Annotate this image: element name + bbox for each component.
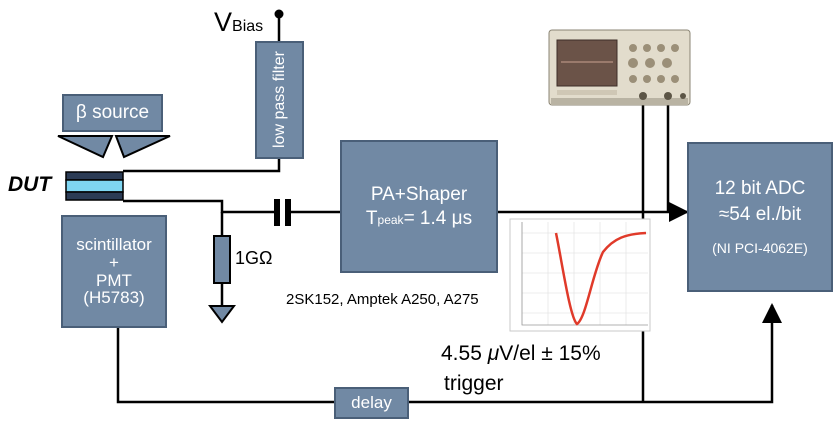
low-pass-filter-box: low pass filter — [255, 41, 304, 159]
pmt-label: PMT — [96, 270, 132, 290]
resistor-label: 1GΩ — [235, 248, 273, 268]
wire-delay-to-adc — [409, 303, 782, 404]
dut-label: DUT — [8, 173, 52, 196]
adc-resolution: ≈54 el./bit — [718, 203, 802, 225]
delay-box: delay — [334, 387, 409, 419]
scintillator-pmt-box: scintillator + PMT (H5783) — [61, 215, 167, 328]
low-pass-filter-label: low pass filter — [271, 51, 288, 149]
dut-sensor-top — [65, 171, 124, 181]
beta-source-label: β source — [75, 102, 150, 124]
wire-filter-to-dut — [123, 159, 281, 173]
vbias-main: V — [214, 7, 233, 37]
oscilloscope-icon — [548, 29, 691, 106]
adc-title: 12 bit ADC — [714, 177, 806, 199]
adc-model: (NI PCI-4062E) — [712, 239, 808, 256]
plus-label: + — [109, 252, 119, 272]
gain-label: 4.55 μV/el ± 15% — [441, 342, 601, 365]
source-holder-right — [114, 135, 171, 159]
pa-shaper-tpeak: Tpeak= 1.4 μs — [365, 207, 473, 229]
source-holder-left — [57, 135, 114, 159]
trigger-label: trigger — [444, 372, 504, 395]
dut-sensor — [65, 179, 124, 193]
vbias-subscript: Bias — [232, 18, 264, 35]
vbias-label: VBias — [214, 7, 263, 38]
pulse-plot-icon — [509, 218, 651, 332]
capacitor-plate-left — [274, 199, 280, 226]
scintillator-label: scintillator — [76, 234, 152, 254]
dut-sensor-bottom — [65, 191, 124, 201]
pulse-curve — [554, 231, 647, 326]
resistor — [213, 235, 231, 284]
ground-symbol — [208, 305, 236, 324]
adc-box: 12 bit ADC ≈54 el./bit (NI PCI-4062E) — [687, 142, 833, 292]
wire-pmt-to-delay — [116, 328, 334, 404]
capacitor-plate-right — [285, 199, 291, 226]
beta-source-box: β source — [62, 94, 163, 132]
pa-shaper-box: PA+Shaper Tpeak= 1.4 μs — [340, 140, 498, 273]
wire-dut-to-node — [123, 199, 275, 214]
components-label: 2SK152, Amptek A250, A275 — [286, 291, 479, 308]
delay-label: delay — [351, 393, 392, 413]
pmt-model-label: (H5783) — [83, 288, 145, 308]
pa-shaper-title: PA+Shaper — [370, 183, 468, 205]
